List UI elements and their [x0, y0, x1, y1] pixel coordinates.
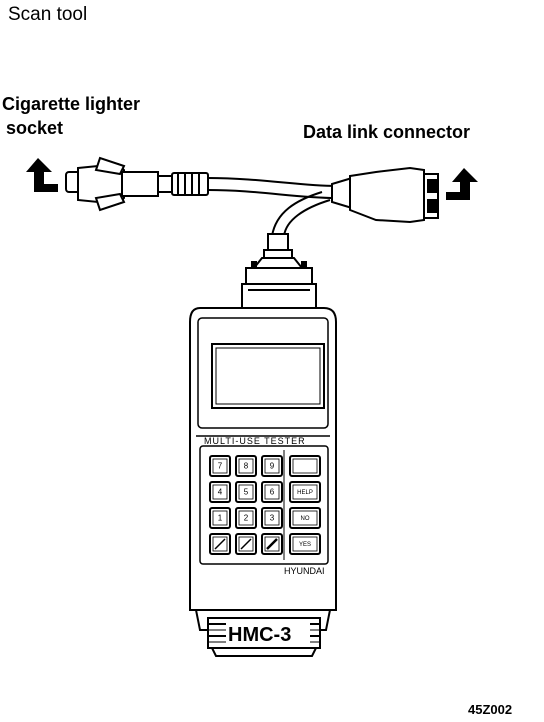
side-key-1[interactable] [289, 455, 321, 477]
cable-harness [207, 177, 337, 237]
side-key-3-label: NO [301, 516, 310, 522]
cigarette-lighter-label: Cigarette lighter [2, 94, 141, 114]
data-link-arrow-icon [446, 168, 478, 200]
figure-code: 45Z002 [468, 702, 513, 717]
key-r1c3-label: 9 [270, 462, 275, 471]
key-r2c2-label: 5 [244, 488, 249, 497]
key-r3c2-label: 2 [244, 514, 249, 523]
model-label: HMC-3 [228, 624, 291, 646]
key-r4c3[interactable] [261, 533, 283, 555]
key-r3c1-label: 1 [218, 514, 223, 523]
key-r2c3[interactable]: 6 [261, 481, 283, 503]
arrow-key-icon [214, 538, 226, 550]
key-r1c3[interactable]: 9 [261, 455, 283, 477]
cigarette-socket-label: socket [6, 118, 64, 138]
key-r3c1[interactable]: 1 [209, 507, 231, 529]
key-r4c1[interactable] [209, 533, 231, 555]
key-r1c2-label: 8 [244, 462, 249, 471]
key-r1c1[interactable]: 7 [209, 455, 231, 477]
key-r2c2[interactable]: 5 [235, 481, 257, 503]
data-link-connector-label: Data link connector [303, 122, 471, 142]
diagram-title: Scan tool [8, 4, 88, 25]
panel-label: MULTI-USE TESTER [204, 436, 306, 446]
key-r2c1[interactable]: 4 [209, 481, 231, 503]
side-key-4[interactable]: YES [289, 533, 321, 555]
keypad: 7 8 9 4 5 6 1 2 3 HELP NO YES [209, 455, 321, 555]
side-key-4-label: YES [299, 542, 311, 548]
brand-label: HYUNDAI [284, 566, 325, 576]
key-r1c1-label: 7 [218, 462, 223, 471]
key-r2c3-label: 6 [270, 488, 275, 497]
side-key-2-label: HELP [297, 490, 313, 496]
side-key-2[interactable]: HELP [289, 481, 321, 503]
side-key-3[interactable]: NO [289, 507, 321, 529]
cigarette-arrow-icon [26, 158, 58, 192]
arrow-key-icon [266, 538, 278, 550]
key-r3c3-label: 3 [270, 514, 275, 523]
key-r4c2[interactable] [235, 533, 257, 555]
model-label-bg [226, 622, 310, 644]
key-r3c3[interactable]: 3 [261, 507, 283, 529]
key-r1c2[interactable]: 8 [235, 455, 257, 477]
key-r3c2[interactable]: 2 [235, 507, 257, 529]
arrow-key-icon [240, 538, 252, 550]
cigarette-lighter-plug [65, 156, 209, 212]
key-r2c1-label: 4 [218, 488, 223, 497]
data-link-connector [331, 166, 439, 224]
tester-cable-connector [241, 233, 317, 309]
